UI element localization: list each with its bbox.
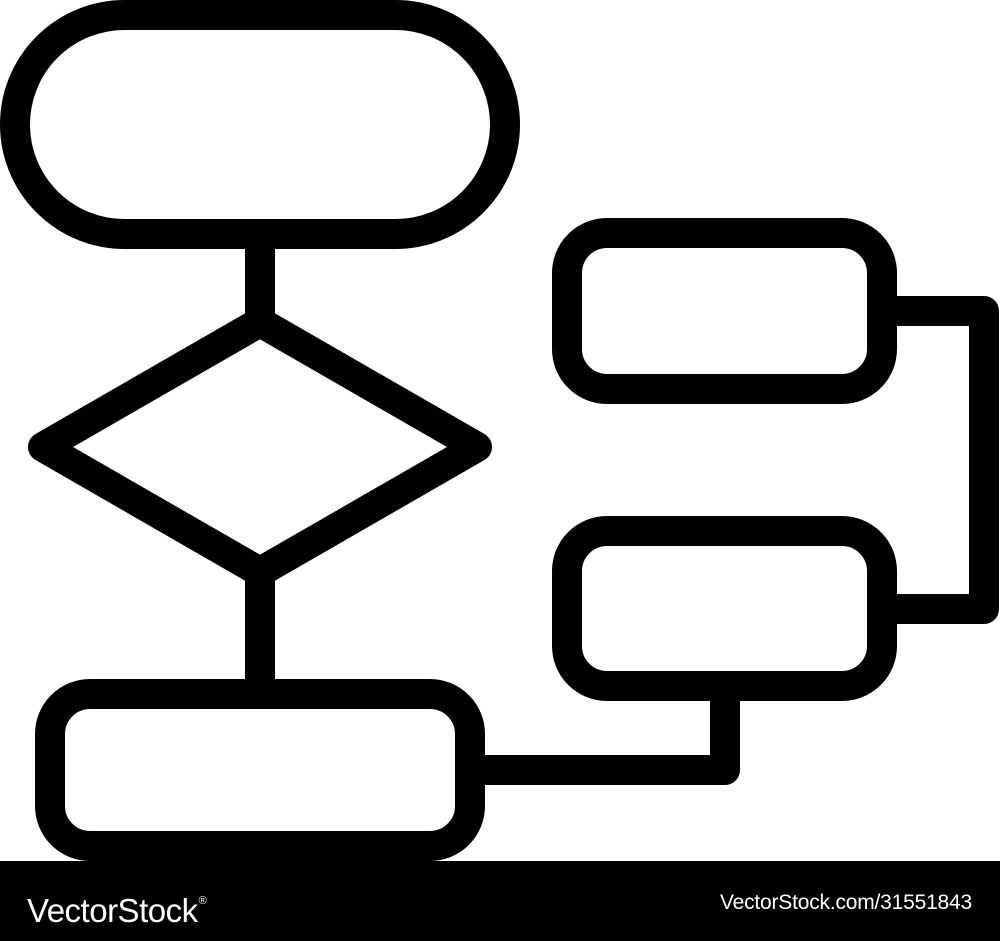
flowchart-icon [0,0,999,861]
watermark-footer: VectorStock® VectorStock.com/31551843 [0,861,1000,941]
brand-name: VectorStock [27,892,198,929]
start-terminator-node [0,0,520,249]
connector-process-to-right-middle [455,671,740,785]
image-reference: VectorStock.com/31551843 [719,891,972,914]
brand-wordmark: VectorStock® [27,861,207,941]
connector-right-middle-to-right-top [867,296,999,624]
process-node-right-middle [552,516,897,701]
registered-mark: ® [198,895,207,907]
decision-diamond-node [28,307,492,587]
process-node-bottom [35,679,485,861]
process-node-right-top [552,218,897,404]
